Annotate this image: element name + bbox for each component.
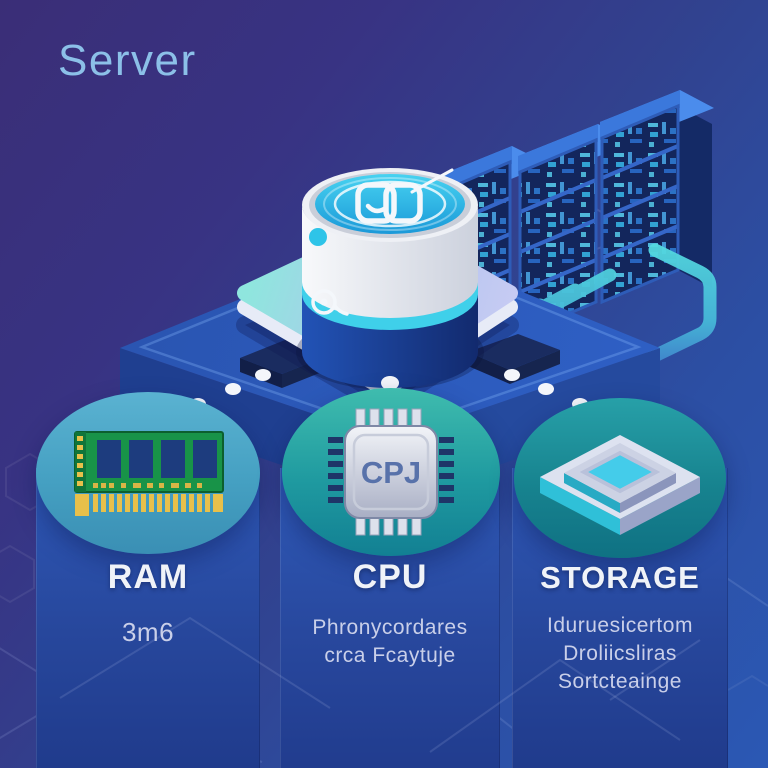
- storage-description-line: Iduruesicertom: [547, 614, 693, 637]
- storage-description-line: Sortcteainge: [558, 670, 682, 693]
- cpu-label: CPU: [352, 558, 428, 596]
- cpu-description: Phronycordares crca Fcaytuje: [280, 614, 500, 670]
- database-cylinder-icon: [296, 168, 484, 390]
- spiral-icon: [311, 289, 349, 316]
- ram-stick-icon: [74, 431, 224, 516]
- platform-pad: [236, 217, 519, 416]
- ram-label: RAM: [107, 558, 189, 596]
- cpu-chip-icon: CPJ: [328, 408, 454, 536]
- board-chip-icon: [240, 334, 560, 388]
- cpu-chip-label: CPJ: [361, 455, 421, 490]
- cpu-icon-circle: CPJ: [282, 388, 500, 556]
- storage-label: STORAGE: [540, 560, 700, 595]
- storage-icon-circle: [514, 398, 726, 558]
- ram-icon-circle: [36, 392, 260, 554]
- storage-layers-icon: [540, 435, 700, 535]
- ram-description-line: 3m6: [121, 617, 175, 647]
- storage-description: Iduruesicertom Droliicsliras Sortcteaing…: [512, 612, 728, 696]
- ram-description: 3m6: [36, 618, 260, 646]
- cpu-description-line: crca Fcaytuje: [324, 644, 456, 667]
- page-title: Server: [58, 36, 197, 85]
- indicator-dot-icon: [309, 228, 327, 246]
- cpu-description-line: Phronycordares: [312, 616, 468, 639]
- storage-description-line: Droliicsliras: [563, 642, 677, 665]
- chip-glyph-icon: [355, 168, 454, 224]
- server-rack-icon: [438, 90, 714, 339]
- cable: [421, 243, 717, 413]
